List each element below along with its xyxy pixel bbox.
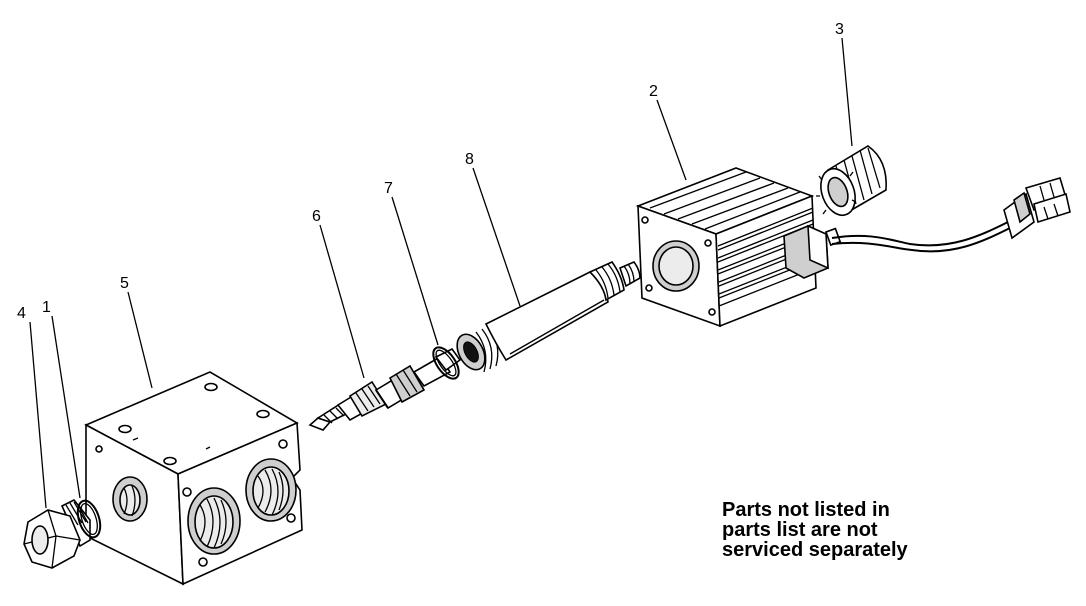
- callout-7: 7: [384, 180, 393, 197]
- service-note-line-3: serviced separately: [722, 539, 908, 561]
- callout-8: 8: [465, 151, 474, 168]
- service-note-line-2: parts list are not: [722, 519, 878, 541]
- part-7-o-ring: [432, 346, 460, 380]
- callout-4: 4: [17, 305, 26, 322]
- part-6-cartridge: [308, 347, 462, 431]
- callout-3: 3: [835, 21, 844, 38]
- part-3-knurled-nut: [816, 145, 887, 217]
- callout-labels: 4 1 5 6 7 8 2 3: [17, 21, 844, 322]
- electrical-plug-connector: [1003, 177, 1071, 240]
- callout-6: 6: [312, 208, 321, 225]
- part-5-valve-block: [84, 371, 303, 586]
- service-note: Parts not listed in parts list are not s…: [722, 500, 1052, 560]
- part-8-solenoid-tube: [456, 260, 641, 373]
- service-note-line-1: Parts not listed in: [722, 499, 890, 521]
- part-1-o-ring: [76, 499, 102, 539]
- callout-5: 5: [120, 275, 129, 292]
- part-2-solenoid-coil: [635, 167, 1011, 328]
- callout-1: 1: [42, 299, 51, 316]
- leader-lines: [29, 37, 853, 509]
- part-4-plug: [23, 498, 91, 569]
- callout-2: 2: [649, 83, 658, 100]
